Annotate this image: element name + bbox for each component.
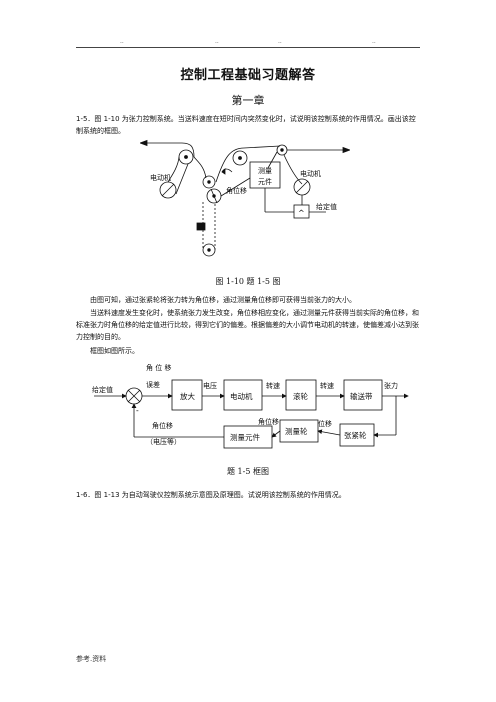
block-roller: 滚轮 <box>293 391 308 401</box>
page-header-marks: .. .. .. .. <box>0 38 496 48</box>
label-measure-1: 测量 <box>258 167 272 175</box>
question-1-5: 1-5．图 1-10 为张力控制系统。当送料速度在短时间内突然变化时，试说明该控… <box>76 115 416 135</box>
header-mark: .. <box>120 38 124 45</box>
label-minus: - <box>136 406 139 415</box>
question-1-6: 1-6．图 1-13 为自动驾驶仪控制系统示意图及原理图。试说明该控制系统的作用… <box>76 491 346 499</box>
header-mark: .. <box>215 38 219 45</box>
label-measure-2: 元件 <box>258 177 272 186</box>
block-measure-element: 测量元件 <box>230 432 260 442</box>
label-angle: 角位移 <box>226 186 247 195</box>
block-diagram-caption: 题 1-5 框图 <box>227 467 269 476</box>
answer-paragraph-3: 框图如图所示。 <box>90 347 139 355</box>
signal-speed-1: 转速 <box>266 381 280 390</box>
block-measure-wheel: 测量轮 <box>285 426 308 436</box>
note-angle-top: 角 位 移 <box>146 364 171 372</box>
label-setpoint-block: 给定值 <box>92 385 113 394</box>
block-belt: 输送带 <box>350 391 373 401</box>
block-motor: 电动机 <box>230 391 253 401</box>
header-mark: .. <box>278 38 282 45</box>
label-motor-right: 电动机 <box>300 169 321 178</box>
block-amp: 放大 <box>180 391 195 401</box>
chapter-heading: 第一章 <box>231 94 265 107</box>
label-motor-left: 电动机 <box>150 173 171 182</box>
signal-tension: 张力 <box>384 381 398 390</box>
label-amp: ^ <box>298 209 305 218</box>
figure-1-10-caption: 图 1-10 题 1-5 图 <box>215 277 281 286</box>
signal-angle-2b: （电压等） <box>146 437 181 446</box>
signal-voltage: 电压 <box>203 381 217 390</box>
signal-angle: 角位移 <box>258 417 279 426</box>
answer-paragraph-1: 由图可知，通过张紧轮将张力转为角位移，通过测量角位移即可获得当前张力的大小。 <box>90 296 356 304</box>
document-title: 控制工程基础习题解答 <box>180 68 316 83</box>
label-error: 误差 <box>146 380 160 389</box>
header-mark: .. <box>372 38 376 45</box>
page-footer: 参考.资料 <box>76 655 107 663</box>
header-rule <box>76 47 420 48</box>
label-setpoint: 给定值 <box>316 202 337 211</box>
signal-speed-2: 转速 <box>320 381 334 390</box>
block-tension-wheel: 张紧轮 <box>344 430 367 440</box>
figure-1-10-schematic: 电动机 测量 元件 角位移 电动机 给定值 ^ <box>140 139 350 257</box>
block-diagram: 角 位 移 误差 给定值 - 放大 电动机 滚轮 输送带 测量元件 测量轮 张紧… <box>92 364 409 449</box>
signal-displacement: 位移 <box>318 419 332 428</box>
signal-angle-2a: 角位移 <box>152 421 173 430</box>
answer-paragraph-2: 当送料速度发生变化时，使系统张力发生改变，角位移相应变化，通过测量元件获得当前实… <box>76 309 419 341</box>
